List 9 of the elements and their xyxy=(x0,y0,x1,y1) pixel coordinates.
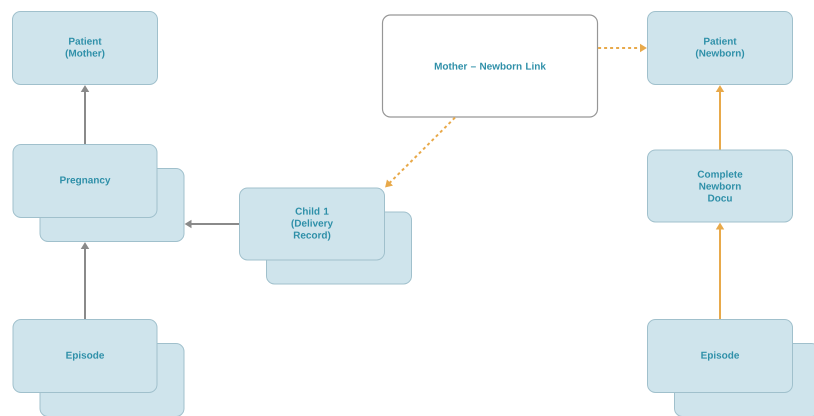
stacked-record-box: Episode xyxy=(12,319,184,416)
stacked-record-box: Pregnancy xyxy=(12,144,184,242)
record-box: Patient (Mother) xyxy=(12,11,158,85)
stacked-record-box: Child 1 (Delivery Record) xyxy=(239,188,412,284)
stacked-record-box: Episode xyxy=(647,319,814,416)
record-box: Patient (Newborn) xyxy=(647,11,793,85)
link-box: Mother – Newborn Link xyxy=(382,14,598,118)
record-box: Complete Newborn Docu xyxy=(647,150,793,222)
arrow xyxy=(385,116,456,188)
